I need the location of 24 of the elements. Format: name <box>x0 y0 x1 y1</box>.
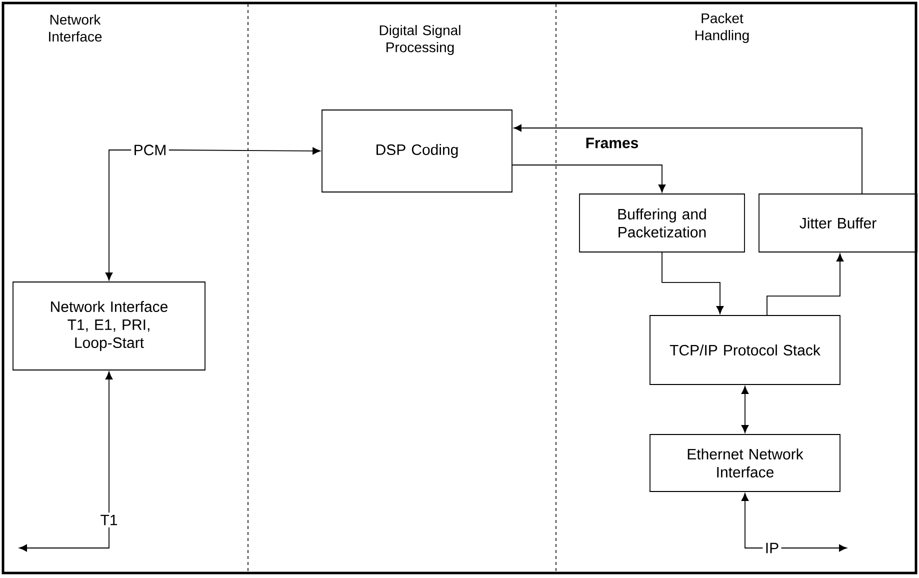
process-box: Buffering and Packetization <box>579 194 745 252</box>
arrow <box>19 526 110 552</box>
arrow <box>741 493 764 548</box>
process-box: TCP/IP Protocol Stack <box>650 315 840 385</box>
process-box: DSP Coding <box>322 110 512 192</box>
arrow <box>514 124 862 194</box>
column-heading: Network Interface <box>49 14 102 42</box>
arrow <box>766 254 844 316</box>
signal-label: T1 <box>100 514 118 526</box>
process-box: Jitter Buffer <box>758 194 918 252</box>
edge-label: Frames <box>584 136 640 150</box>
column-heading: Packet Handling <box>696 12 749 44</box>
arrow <box>741 386 749 433</box>
arrow <box>662 252 724 314</box>
column-heading: Digital Signal Processing <box>380 24 460 56</box>
arrow <box>512 164 666 192</box>
arrow <box>105 150 132 280</box>
process-box: Ethernet Network Interface <box>650 434 840 492</box>
arrow <box>168 147 320 155</box>
arrow <box>780 544 847 552</box>
arrow <box>105 372 113 514</box>
signal-label: PCM <box>134 144 166 156</box>
process-box: Network Interface T1, E1, PRI, Loop-Start <box>12 282 206 370</box>
signal-label: IP <box>766 542 778 554</box>
